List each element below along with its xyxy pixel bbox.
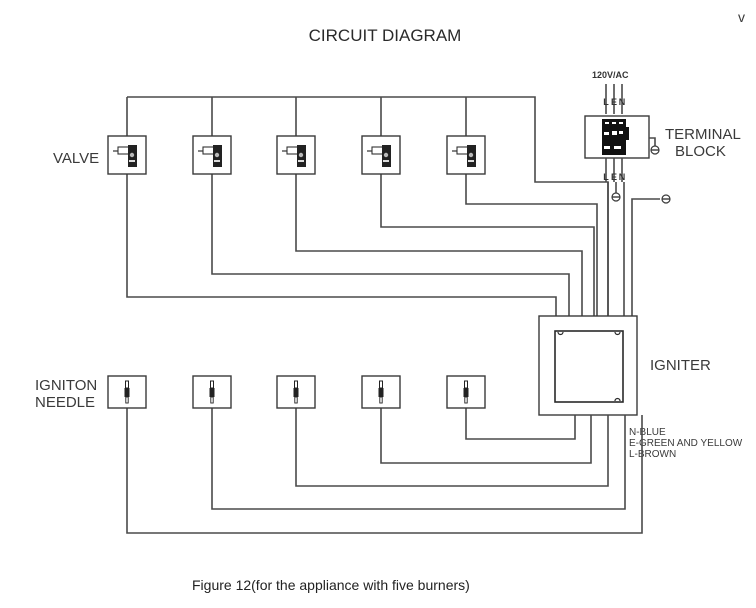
ignition-needle [107, 375, 147, 409]
gas-valve-icon [452, 145, 476, 167]
terminal-bottom-e: E [611, 172, 617, 182]
terminal-block-label-line1: TERMINAL [665, 126, 741, 143]
needle-5-wire [465, 408, 576, 440]
needle-label-line2: NEEDLE [35, 394, 95, 411]
ignition-needle [276, 375, 316, 409]
igniter-earth-wire [631, 198, 660, 316]
gas-valve-icon [367, 145, 391, 167]
valve-1-return-wire [126, 174, 557, 316]
valve-4-return-wire [380, 174, 595, 316]
legend-neutral: N-BLUE [629, 427, 666, 438]
valve-label: VALVE [53, 150, 99, 167]
valve-box [107, 135, 147, 175]
valve [192, 135, 232, 175]
terminal-block-icon [602, 119, 629, 155]
gas-valve-icon [282, 145, 306, 167]
valve-3-return-wire [295, 174, 583, 316]
gas-valve-icon [198, 145, 222, 167]
terminal-top-labels: L E N [603, 97, 625, 107]
gas-valve-icon [113, 145, 137, 167]
spark-needle-icon [293, 380, 299, 404]
top-bus-wire [127, 96, 609, 330]
terminal-bottom-labels: L E N [603, 172, 625, 182]
diagram-title: CIRCUIT DIAGRAM [309, 26, 462, 45]
valve [276, 135, 316, 175]
igniter-mount-icon [557, 331, 621, 402]
terminal-bottom-l: L [603, 172, 609, 182]
ignition-needle [192, 375, 232, 409]
terminal-top-l: L [603, 97, 609, 107]
spark-needle-icon [209, 380, 215, 404]
spark-needle-icon [463, 380, 469, 404]
spark-needle-icon [378, 380, 384, 404]
needle-4-wire [380, 408, 592, 464]
valves [107, 135, 486, 175]
spark-needle-icon [124, 380, 130, 404]
valve-2-return-wire [211, 174, 570, 316]
corner-mark: v [738, 9, 745, 25]
terminal-bottom-n: N [619, 172, 626, 182]
valve [107, 135, 147, 175]
ignition-needle [361, 375, 401, 409]
valve-box [446, 135, 486, 175]
valve-drops [126, 97, 467, 136]
legend-earth: E-GREEN AND YELLOW [629, 438, 743, 449]
earth-symbol-icon [611, 192, 621, 202]
ignition-needle [446, 375, 486, 409]
needle-3-wire [295, 408, 609, 487]
needle-label-line1: IGNITON [35, 377, 97, 394]
terminal-top-n: N [619, 97, 626, 107]
terminal-earth-wire [649, 137, 656, 147]
terminal-block-label-line2: BLOCK [675, 143, 726, 160]
needle-2-wire [211, 408, 626, 510]
valve-box [276, 135, 316, 175]
needle-1-wire [126, 408, 643, 534]
valve-box [192, 135, 232, 175]
wire-color-legend: N-BLUE E-GREEN AND YELLOW L-BROWN [629, 427, 743, 460]
needles [107, 375, 486, 409]
earth-symbol-icon [650, 145, 660, 155]
valve-5-return-wire [465, 174, 598, 316]
legend-live: L-BROWN [629, 449, 676, 460]
valve [446, 135, 486, 175]
igniter-inner-box [554, 330, 624, 403]
supply-label: 120V/AC [592, 70, 629, 80]
earth-symbol-icon [661, 194, 671, 204]
valve-box [361, 135, 401, 175]
figure-caption: Figure 12(for the appliance with five bu… [192, 577, 470, 593]
valve-return-wires [126, 174, 598, 316]
igniter-label: IGNITER [650, 357, 711, 374]
needle-wires [126, 408, 643, 534]
terminal-top-e: E [611, 97, 617, 107]
valve [361, 135, 401, 175]
